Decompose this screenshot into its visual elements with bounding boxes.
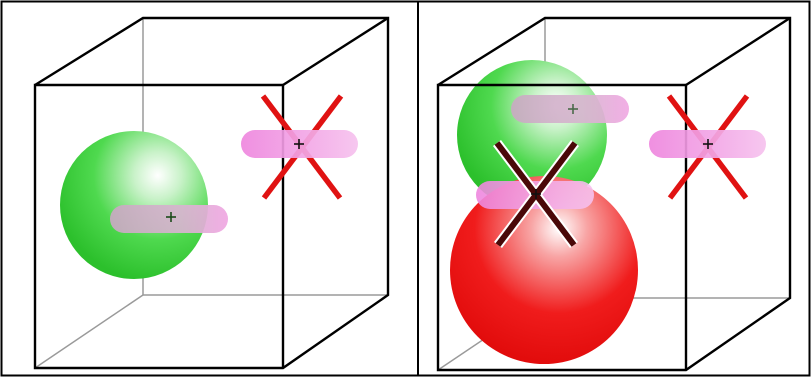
left-panel <box>35 18 388 368</box>
pink-pill <box>110 205 228 233</box>
right-panel <box>438 18 790 370</box>
